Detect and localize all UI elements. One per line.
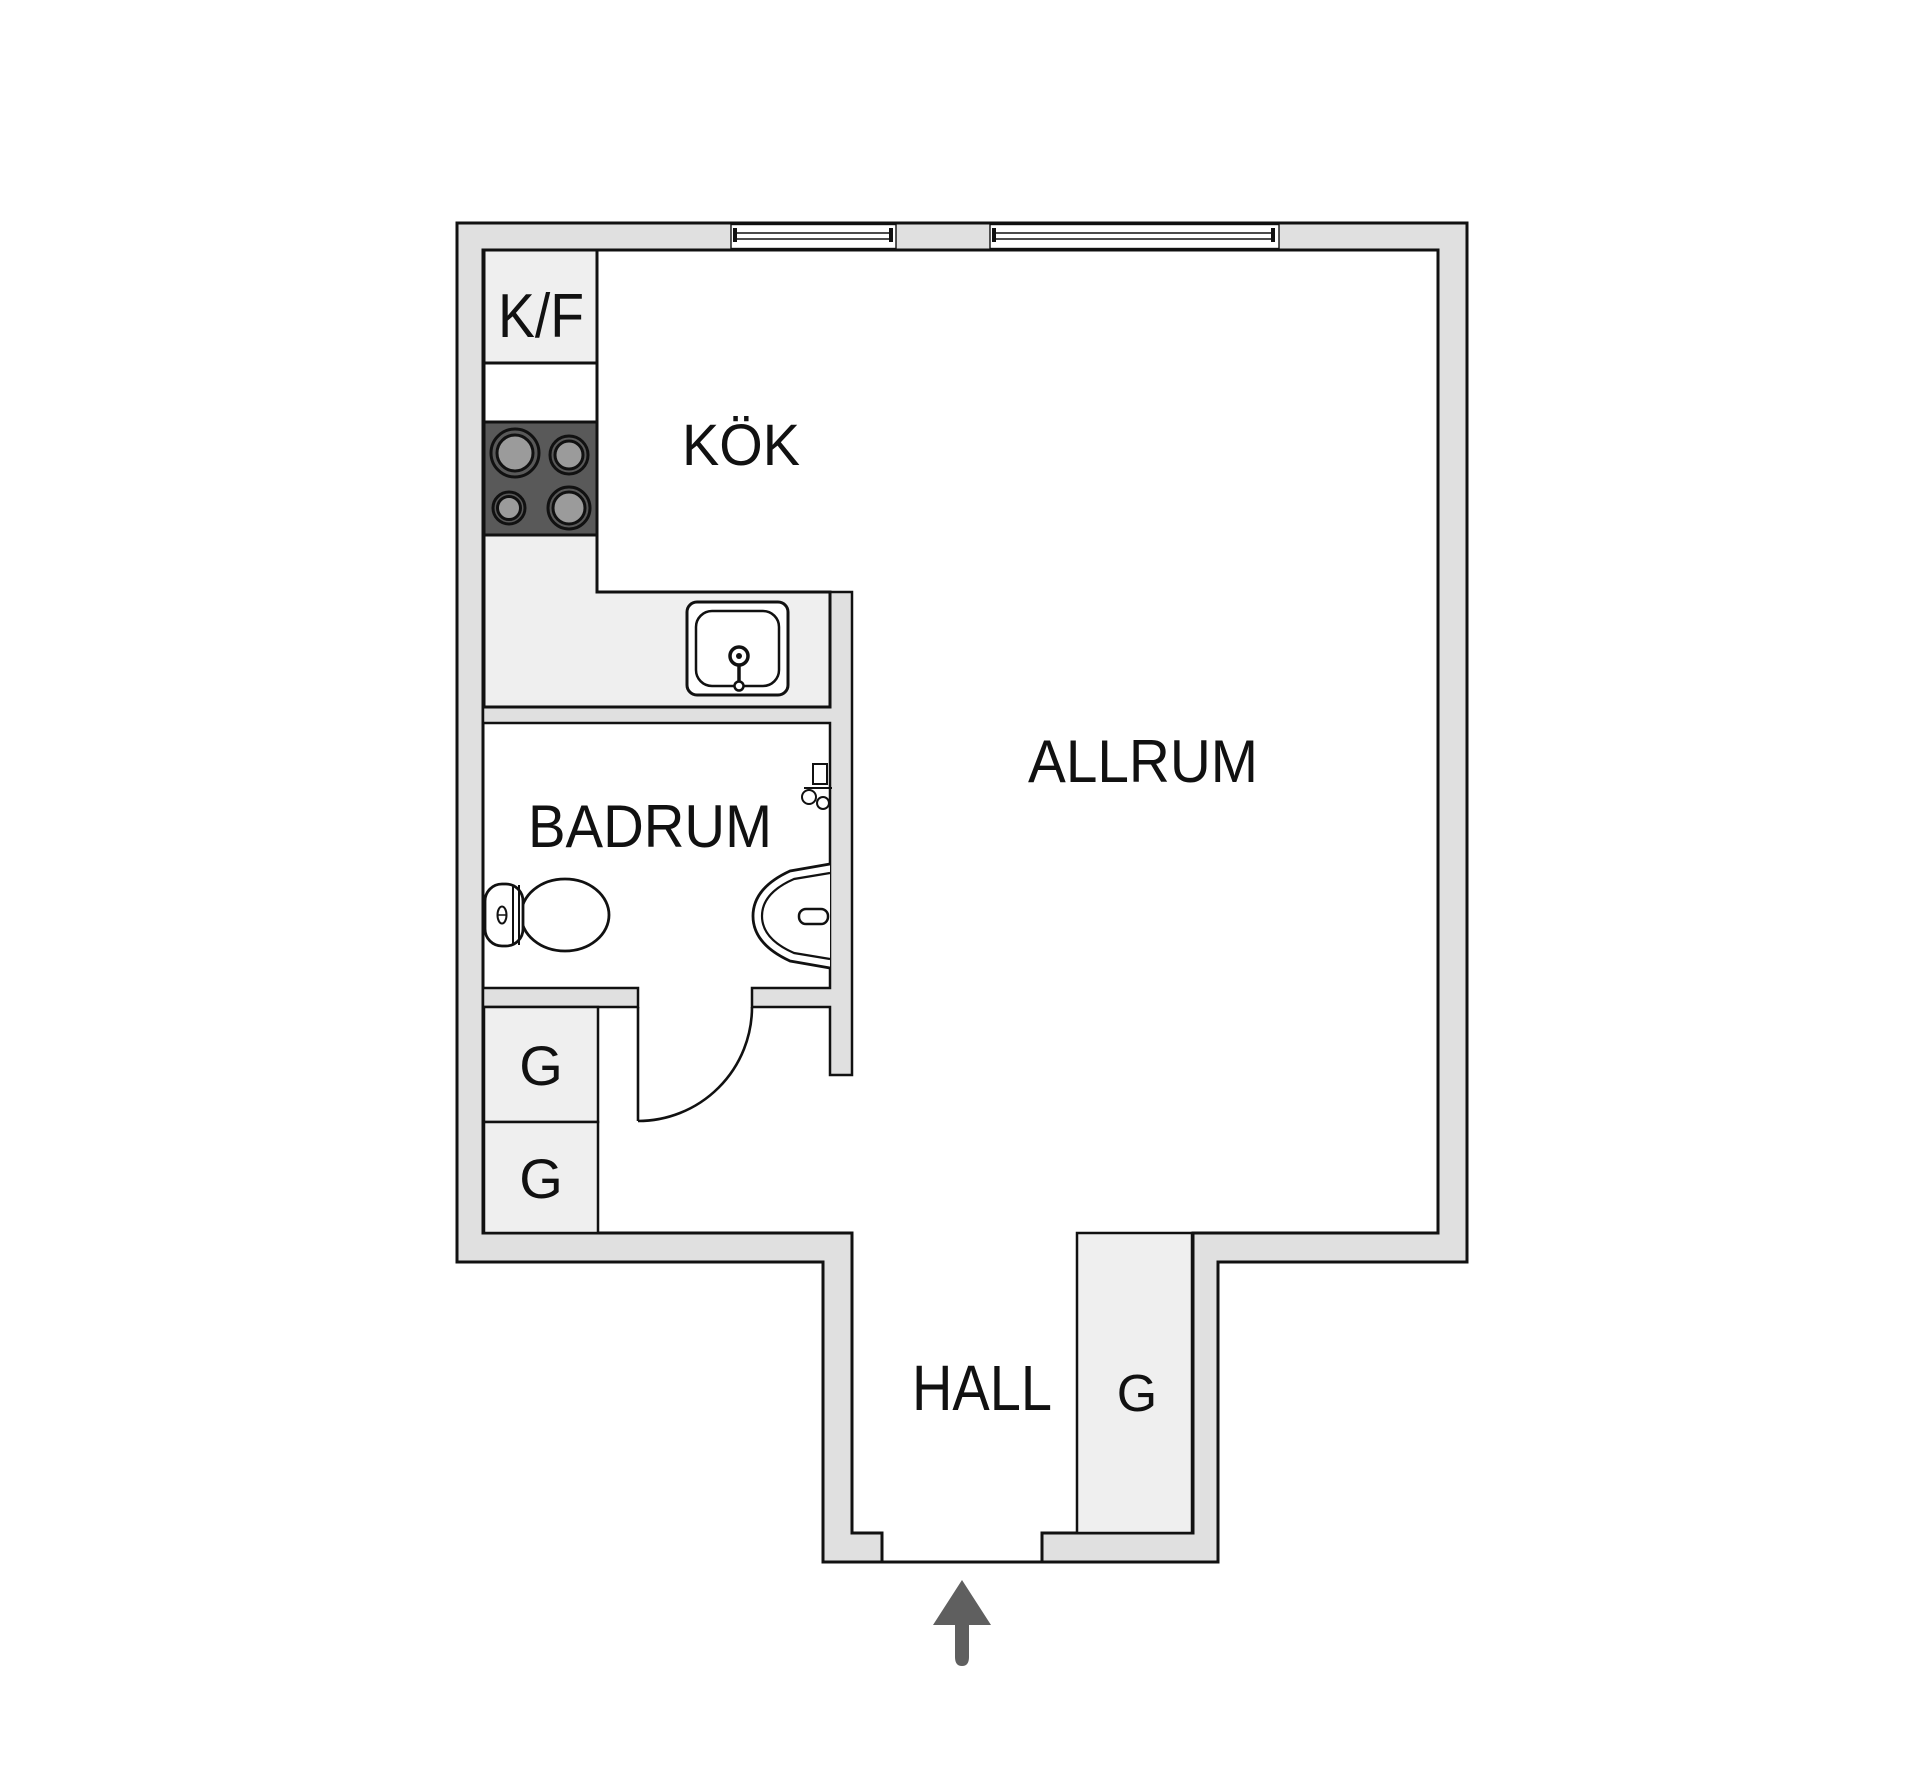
window-end-cap [733,228,737,242]
wardrobe-2-label: G [519,1147,563,1210]
hall-label: HALL [912,1352,1052,1424]
window-2 [989,223,1280,250]
window-end-cap [1271,228,1275,242]
wardrobe-hall-label: G [1117,1365,1157,1423]
wardrobe-1 [482,1005,600,1124]
wardrobe-1-label: G [519,1034,563,1097]
kitchen-cabinet [482,361,599,424]
washbasin-icon [751,862,831,970]
burner-icon [496,495,522,521]
entrance-arrow-icon [933,1580,991,1666]
bathroom-door [636,1006,754,1123]
window-end-cap [889,228,893,242]
burner-icon [551,490,587,526]
stove-burners [489,427,592,531]
wardrobe-hall [1075,1231,1194,1535]
toilet-icon [483,877,611,953]
wardrobe-2 [482,1120,600,1235]
door-swing-arc [637,1006,754,1123]
burner-icon [495,433,535,473]
window-end-cap [992,228,996,242]
burner-icon [553,439,585,471]
bathroom-label: BADRUM [528,793,772,860]
window-1 [730,223,897,250]
kitchen-label: KÖK [682,413,800,478]
livingroom-label: ALLRUM [1028,728,1258,795]
kitchen-sink [685,600,790,697]
floor-area [481,248,1440,1564]
mixer-tap-icon [801,763,832,810]
bathroom-wall-bottom-left [481,986,640,1009]
fridge-freezer-label: K/F [498,282,584,351]
basin-tap-icon [797,907,830,926]
